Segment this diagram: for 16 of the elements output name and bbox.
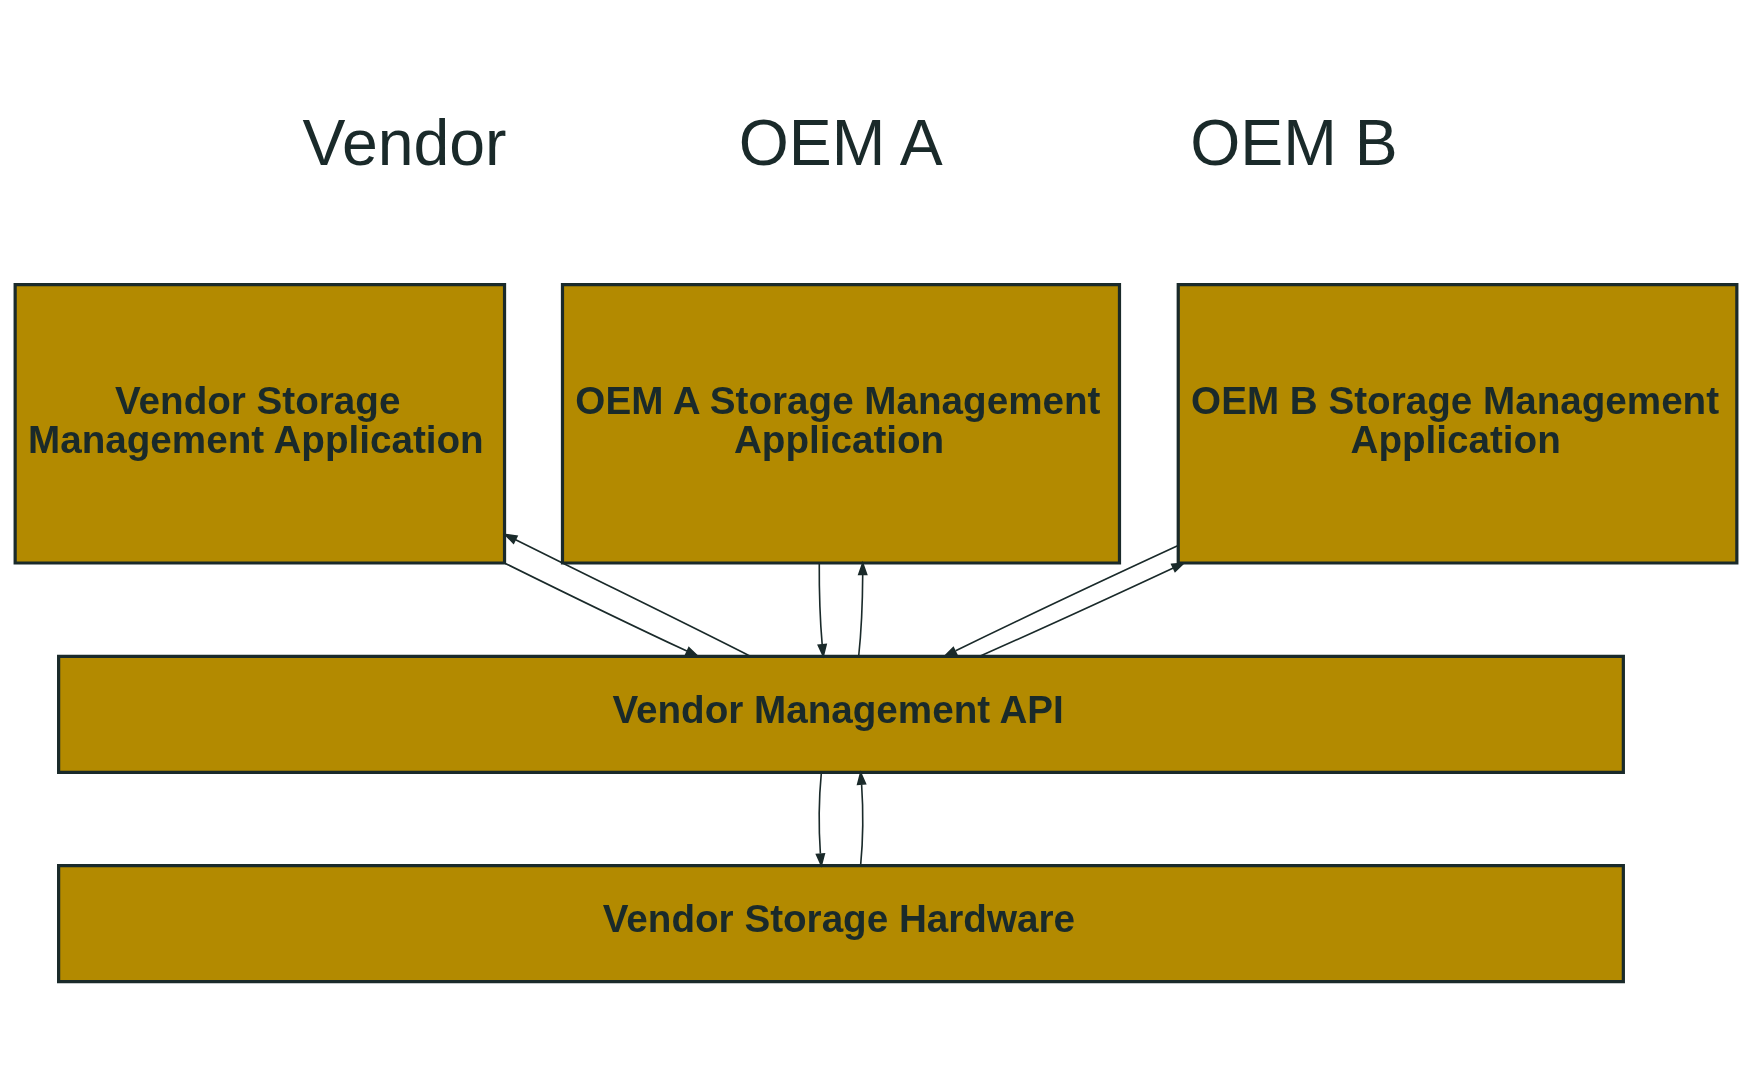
node-box: OEM B Storage Management Application [1176, 282, 1739, 565]
arrow [979, 561, 1186, 657]
node-box: Vendor Storage Management Application [13, 282, 507, 565]
arrow [503, 533, 751, 657]
arrow [817, 561, 828, 658]
node-box: Vendor Storage Hardware [57, 863, 1625, 983]
arrow [504, 562, 700, 657]
arrow [857, 560, 868, 657]
label: OEM B [1190, 106, 1398, 179]
arrow [942, 544, 1179, 657]
node-box: Vendor Management API [57, 654, 1625, 774]
arrow [815, 771, 826, 868]
node-box: OEM A Storage Management Application [560, 282, 1122, 565]
label: OEM A [738, 106, 943, 179]
arrow [856, 769, 867, 866]
label: Vendor [302, 106, 507, 179]
